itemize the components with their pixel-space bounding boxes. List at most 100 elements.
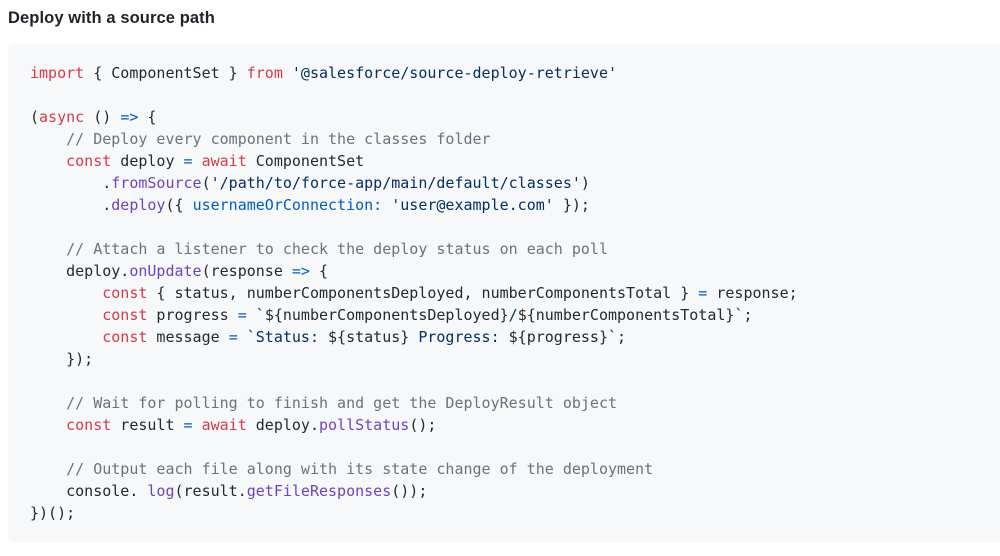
code-token: // Attach a listener to check the deploy… (30, 240, 608, 258)
code-token: => (120, 108, 139, 126)
code-line: .fromSource('/path/to/force-app/main/def… (30, 172, 978, 194)
code-token: (result. (174, 482, 247, 500)
code-token: = (698, 284, 708, 302)
code-token: onUpdate (129, 262, 202, 280)
code-token (30, 306, 102, 324)
code-line: // Wait for polling to finish and get th… (30, 392, 978, 414)
code-token (30, 328, 102, 346)
code-line: // Deploy every component in the classes… (30, 128, 978, 150)
code-token: `Status: (246, 328, 329, 346)
code-token: log (147, 482, 175, 500)
code-token: response; (707, 284, 798, 302)
code-token: ${numberComponentsDeployed} (264, 306, 509, 324)
code-token: })(); (30, 504, 76, 522)
code-token: import (30, 64, 85, 82)
code-token: ( (30, 108, 40, 126)
code-token (193, 416, 202, 434)
code-token: = (228, 328, 238, 346)
code-token: => (291, 262, 310, 280)
code-token: { (309, 262, 329, 280)
code-token: 'user@example.com' (391, 196, 554, 214)
code-token: from (246, 64, 283, 82)
code-token: fromSource (111, 174, 202, 192)
code-line: const result = await deploy.pollStatus()… (30, 414, 978, 436)
code-token: console. (30, 482, 148, 500)
code-line: const progress = `${numberComponentsDepl… (30, 304, 978, 326)
code-token: }); (553, 196, 590, 214)
code-token: ; (617, 328, 627, 346)
code-token: { (138, 108, 157, 126)
code-token: deploy (111, 196, 166, 214)
code-line: }); (30, 348, 978, 370)
code-token: result (111, 416, 184, 434)
code-token: . (30, 174, 112, 192)
code-token: ; (743, 306, 753, 324)
code-token (382, 196, 391, 214)
code-line: })(); (30, 502, 978, 524)
code-line (30, 370, 978, 392)
code-token: deploy. (30, 262, 130, 280)
code-token: ${status} (328, 328, 410, 346)
code-line: const deploy = await ComponentSet (30, 150, 978, 172)
code-token: = (237, 306, 247, 324)
code-token: progress (147, 306, 238, 324)
code-token: const (102, 328, 148, 346)
code-token: () (84, 108, 121, 126)
code-line (30, 436, 978, 458)
code-line (30, 216, 978, 238)
code-token: const (102, 306, 148, 324)
code-token (30, 416, 66, 434)
code-token: Progress: (409, 328, 509, 346)
code-token: ${numberComponentsTotal} (517, 306, 735, 324)
code-token: ` (255, 306, 265, 324)
code-token: . (30, 196, 112, 214)
code-line: import { ComponentSet } from '@salesforc… (30, 62, 978, 84)
code-block: import { ComponentSet } from '@salesforc… (8, 44, 1000, 542)
code-token: '/path/to/force-app/main/default/classes… (210, 174, 581, 192)
code-token: getFileResponses (246, 482, 392, 500)
code-token: await (201, 416, 247, 434)
code-token: '@salesforce/source-deploy-retrieve' (291, 64, 618, 82)
doc-page: Deploy with a source path import { Compo… (0, 8, 1000, 556)
code-token: // Output each file along with its state… (30, 460, 654, 478)
code-token (283, 64, 292, 82)
code-line: deploy.onUpdate(response => { (30, 260, 978, 282)
code-line: // Attach a listener to check the deploy… (30, 238, 978, 260)
code-token (238, 328, 247, 346)
code-token: const (66, 152, 112, 170)
code-token: ${progress} (508, 328, 608, 346)
code-token: // Deploy every component in the classes… (30, 130, 491, 148)
code-token: ()); (391, 482, 428, 500)
code-token: ` (734, 306, 744, 324)
code-line: console. log(result.getFileResponses()); (30, 480, 978, 502)
code-token (30, 284, 102, 302)
code-token: { status, numberComponentsDeployed, numb… (147, 284, 699, 302)
code-token: }); (30, 350, 94, 368)
code-token: await (201, 152, 247, 170)
code-token: // Wait for polling to finish and get th… (30, 394, 617, 412)
code-line: // Output each file along with its state… (30, 458, 978, 480)
code-token: ) (580, 174, 590, 192)
code-line: (async () => { (30, 106, 978, 128)
code-line: const { status, numberComponentsDeployed… (30, 282, 978, 304)
code-token: = (183, 152, 193, 170)
code-token: deploy. (246, 416, 319, 434)
code-token: ( (201, 174, 211, 192)
code-token: ComponentSet (246, 152, 365, 170)
code-token: deploy (111, 152, 184, 170)
section-heading: Deploy with a source path (8, 9, 215, 27)
code-line: const message = `Status: ${status} Progr… (30, 326, 978, 348)
code-token: message (147, 328, 229, 346)
code-line: .deploy({ usernameOrConnection: 'user@ex… (30, 194, 978, 216)
code-token (247, 306, 256, 324)
code-token: const (102, 284, 148, 302)
code-token: const (66, 416, 112, 434)
code: import { ComponentSet } from '@salesforc… (30, 62, 978, 524)
code-token: pollStatus (319, 416, 410, 434)
code-token: ({ (165, 196, 193, 214)
code-line (30, 84, 978, 106)
code-token: = (183, 416, 193, 434)
code-token: { ComponentSet } (84, 64, 247, 82)
code-token (193, 152, 202, 170)
code-token: usernameOrConnection: (192, 196, 383, 214)
